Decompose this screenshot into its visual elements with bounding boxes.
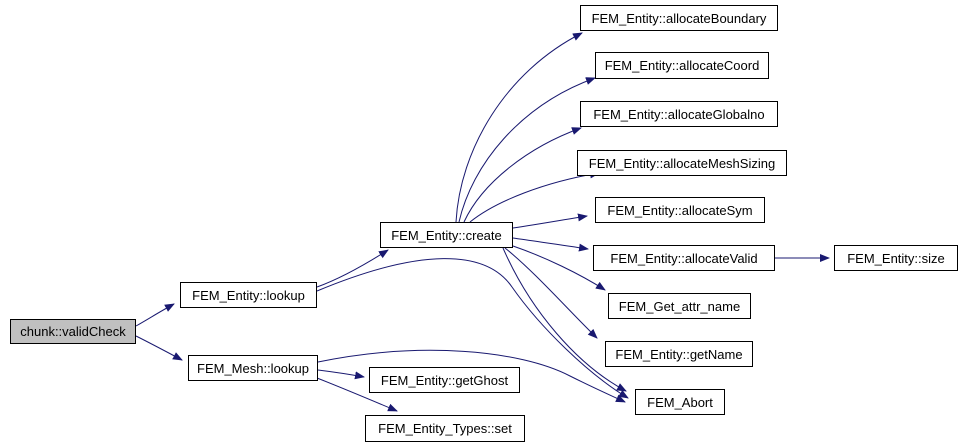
node-label: FEM_Entity::lookup (192, 287, 305, 303)
node-label: FEM_Entity::size (847, 250, 945, 266)
node-fem-entity-getname[interactable]: FEM_Entity::getName (605, 341, 753, 367)
edge-fem-entity-create-to-fem-entity-allocateglobalno (463, 127, 582, 223)
node-fem-entity-types-set[interactable]: FEM_Entity_Types::set (365, 415, 525, 442)
edge-fem-entity-create-to-fem-entity-allocateboundary (455, 32, 583, 223)
node-fem-mesh-lookup[interactable]: FEM_Mesh::lookup (188, 355, 318, 381)
node-fem-get-attr-name[interactable]: FEM_Get_attr_name (608, 293, 751, 319)
node-fem-entity-allocatecoord[interactable]: FEM_Entity::allocateCoord (595, 52, 769, 79)
node-label: FEM_Entity_Types::set (378, 421, 512, 436)
node-label: chunk::validCheck (20, 324, 126, 339)
node-label: FEM_Entity::allocateCoord (604, 58, 760, 73)
node-label: FEM_Get_attr_name (618, 298, 741, 314)
edge-chunk-validcheck-to-fem-entity-lookup (135, 303, 175, 327)
node-fem-entity-allocateboundary[interactable]: FEM_Entity::allocateBoundary (580, 5, 778, 31)
edge-fem-entity-lookup-to-fem-entity-create (316, 249, 389, 288)
node-label: FEM_Entity::allocateValid (610, 250, 758, 266)
edge-fem-mesh-lookup-to-fem-entity-getghost (317, 369, 365, 380)
node-fem-entity-allocateglobalno[interactable]: FEM_Entity::allocateGlobalno (580, 101, 778, 127)
edge-fem-entity-create-to-fem-entity-allocatesym (512, 213, 588, 229)
node-fem-entity-lookup[interactable]: FEM_Entity::lookup (180, 282, 317, 308)
node-label: FEM_Entity::getGhost (380, 372, 509, 388)
edge-fem-mesh-lookup-to-fem-entity-types-set (316, 377, 398, 412)
edge-fem-mesh-lookup-to-fem-abort (317, 349, 626, 403)
edge-chunk-validcheck-to-fem-mesh-lookup (135, 335, 183, 361)
node-label: FEM_Entity::allocateBoundary (591, 10, 767, 26)
node-label: FEM_Entity::allocateSym (607, 202, 753, 218)
node-label: FEM_Entity::allocateGlobalno (593, 106, 765, 122)
edge-fem-entity-create-to-fem-get-attr-name (512, 245, 606, 291)
node-fem-entity-getghost[interactable]: FEM_Entity::getGhost (369, 367, 520, 393)
edge-fem-entity-lookup-to-fem-abort (316, 258, 629, 399)
node-fem-entity-allocatevalid[interactable]: FEM_Entity::allocateValid (593, 245, 775, 271)
node-chunk-validcheck: chunk::validCheck (10, 319, 136, 344)
node-fem-entity-size[interactable]: FEM_Entity::size (834, 245, 958, 271)
node-label: FEM_Entity::allocateMeshSizing (588, 155, 776, 171)
node-fem-entity-create[interactable]: FEM_Entity::create (380, 222, 513, 248)
edge-fem-entity-create-to-fem-abort (502, 247, 627, 392)
node-label: FEM_Entity::create (391, 227, 502, 243)
node-label: FEM_Mesh::lookup (197, 360, 309, 376)
node-fem-entity-allocatemeshsizing[interactable]: FEM_Entity::allocateMeshSizing (577, 150, 787, 176)
edge-fem-entity-create-to-fem-entity-allocatecoord (458, 77, 596, 223)
node-label: FEM_Entity::getName (615, 346, 743, 362)
edge-fem-entity-create-to-fem-entity-allocatemeshsizing (469, 170, 600, 223)
edge-fem-entity-create-to-fem-entity-allocatevalid (512, 237, 589, 252)
edge-fem-entity-create-to-fem-entity-getname (504, 247, 598, 339)
node-fem-entity-allocatesym[interactable]: FEM_Entity::allocateSym (595, 197, 765, 223)
node-fem-abort[interactable]: FEM_Abort (635, 389, 725, 415)
node-label: FEM_Abort (647, 394, 713, 410)
